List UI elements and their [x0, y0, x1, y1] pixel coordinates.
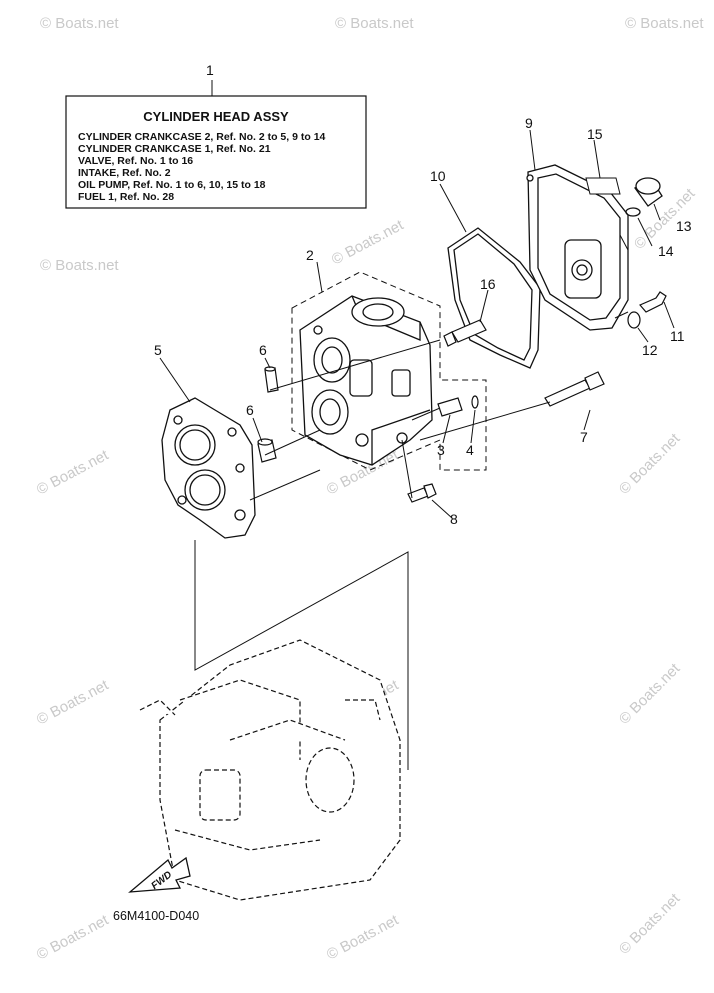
forward-arrow: FWD — [128, 856, 191, 893]
callout-number: 7 — [580, 429, 588, 445]
assembly-line: VALVE, Ref. No. 1 to 16 — [78, 155, 193, 167]
washer — [627, 311, 641, 329]
cover-gasket — [447, 227, 541, 369]
assembly-line: CYLINDER CRANKCASE 1, Ref. No. 21 — [78, 143, 271, 155]
callout-number: 6 — [246, 402, 254, 418]
watermark: © Boats.net — [40, 257, 119, 274]
callout-number: 11 — [670, 328, 685, 344]
callout-labels: 2 3 4 5 6 6 7 8 9 10 11 12 13 14 15 16 — [154, 115, 692, 527]
callout-number: 2 — [306, 247, 314, 263]
watermark: © Boats.net — [335, 15, 414, 32]
callout-number: 8 — [450, 511, 458, 527]
callout-number: 13 — [676, 218, 692, 234]
thermostat-washer — [471, 395, 479, 409]
watermark: © Boats.net — [34, 911, 112, 963]
watermark: © Boats.net — [324, 911, 402, 963]
head-gasket — [161, 397, 256, 539]
thermostat-fitting — [437, 397, 463, 417]
watermark: © Boats.net — [34, 676, 112, 728]
callout-number: 16 — [480, 276, 496, 292]
dowel-pin — [257, 438, 277, 463]
assembly-line: OIL PUMP, Ref. No. 1 to 6, 10, 15 to 18 — [78, 179, 266, 191]
assembly-line: INTAKE, Ref. No. 2 — [78, 167, 171, 179]
assembly-title: CYLINDER HEAD ASSY — [143, 109, 289, 124]
callout-number: 15 — [587, 126, 603, 142]
label-plate — [585, 177, 621, 195]
watermark: © Boats.net — [329, 216, 407, 268]
callout-number: 3 — [437, 442, 445, 458]
o-ring — [625, 207, 641, 217]
watermark: © Boats.net — [616, 660, 684, 728]
leader-lines — [159, 129, 675, 519]
assembly-leader-frame — [194, 540, 409, 770]
callout-number: 1 — [206, 62, 214, 78]
callout-number: 10 — [430, 168, 446, 184]
head-cover — [526, 164, 629, 331]
watermark: © Boats.net — [625, 15, 704, 32]
watermark: © Boats.net — [616, 890, 684, 958]
callout-number: 14 — [658, 243, 674, 259]
watermark: © Boats.net — [616, 430, 684, 498]
long-bolt — [544, 371, 605, 407]
assembly-note-box: 1 CYLINDER HEAD ASSY CYLINDER CRANKCASE … — [65, 62, 367, 209]
cylinder-crankcase — [139, 639, 401, 901]
dowel-pin — [264, 366, 279, 393]
callout-number: 4 — [466, 442, 474, 458]
callout-number: 6 — [259, 342, 267, 358]
bolt — [639, 291, 667, 313]
assembly-line: FUEL 1, Ref. No. 28 — [78, 191, 174, 203]
callout-number: 9 — [525, 115, 533, 131]
assembly-line: CYLINDER CRANKCASE 2, Ref. No. 2 to 5, 9… — [78, 131, 326, 143]
cylinder-head — [299, 295, 433, 466]
spark-plug — [443, 319, 487, 347]
oil-filler-cap — [634, 177, 663, 207]
bolt — [407, 483, 437, 503]
callout-number: 12 — [642, 342, 658, 358]
diagram-code: 66M4100-D040 — [113, 909, 199, 923]
watermark: © Boats.net — [34, 446, 112, 498]
callout-number: 5 — [154, 342, 162, 358]
watermark: © Boats.net — [40, 15, 119, 32]
